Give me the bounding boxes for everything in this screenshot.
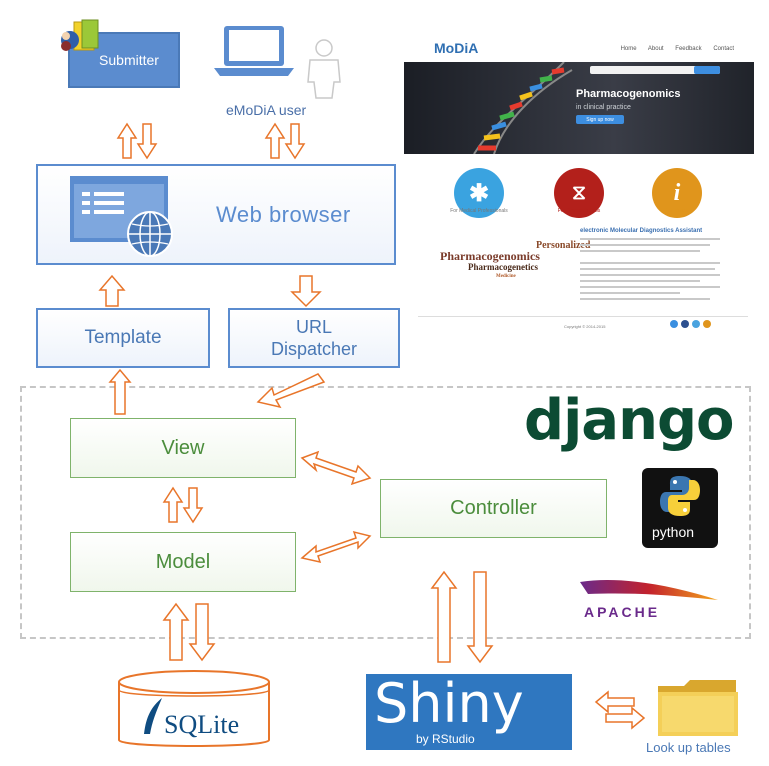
folder-icon xyxy=(658,680,738,736)
view-controller-arrow xyxy=(300,450,372,486)
shiny-subtitle: by RStudio xyxy=(416,732,475,746)
card-caption-medical: For Medical Professionals xyxy=(450,208,508,214)
social-icon[interactable] xyxy=(670,320,678,328)
nav-link-contact[interactable]: Contact xyxy=(713,46,734,52)
template-box: Template xyxy=(36,308,210,368)
website-hero: Pharmacogenomics in clinical practice Si… xyxy=(404,62,754,154)
view-label: View xyxy=(161,436,205,459)
text-line xyxy=(580,238,720,240)
python-logo: python xyxy=(642,468,718,548)
website-screenshot: MoDiA Home About Feedback Contact Pharma… xyxy=(404,36,754,336)
model-box: Model xyxy=(70,532,296,592)
lookup-tables-label: Look up tables xyxy=(646,740,731,755)
text-line xyxy=(580,262,720,264)
website-footer-divider xyxy=(418,316,748,317)
url-dispatcher-box: URL Dispatcher xyxy=(228,308,400,368)
website-nav: Home About Feedback Contact xyxy=(621,46,734,52)
browser-dispatcher-arrow xyxy=(290,275,322,308)
text-line xyxy=(580,244,710,246)
social-icon[interactable] xyxy=(681,320,689,328)
view-model-arrows xyxy=(163,487,203,523)
apache-feather-icon xyxy=(580,580,718,600)
sqlite-database-icon xyxy=(118,670,270,747)
controller-box: Controller xyxy=(380,479,607,538)
controller-label: Controller xyxy=(450,497,537,519)
hero-search-input[interactable] xyxy=(590,66,720,74)
medical-star-icon[interactable]: ✱ xyxy=(454,168,504,218)
laptop-icon xyxy=(214,26,294,76)
nav-link-about[interactable]: About xyxy=(647,46,664,52)
nav-link-home[interactable]: Home xyxy=(620,46,637,52)
hero-title: Pharmacogenomics xyxy=(576,88,681,100)
template-browser-arrow xyxy=(98,274,126,307)
url-dispatcher-label: URL Dispatcher xyxy=(270,317,358,359)
word-cloud-pharmacogenetics: Pharmacogenetics xyxy=(468,262,538,272)
view-template-arrow xyxy=(108,368,132,415)
user-figure-icon xyxy=(307,39,341,99)
submitter-icon xyxy=(61,19,99,51)
word-cloud-medicine: Medicine xyxy=(496,274,516,279)
text-line xyxy=(580,292,680,294)
user-browser-arrows xyxy=(265,123,305,159)
hero-subtitle: in clinical practice xyxy=(576,104,631,111)
controller-shiny-arrows xyxy=(430,570,494,664)
nav-link-feedback[interactable]: Feedback xyxy=(675,46,702,52)
text-line xyxy=(580,298,710,300)
model-controller-arrow xyxy=(300,530,372,564)
apache-label: APACHE xyxy=(584,604,661,620)
model-sqlite-arrows xyxy=(162,602,216,662)
dna-helix-image xyxy=(473,62,573,154)
word-cloud-pharmacogenomics: Pharmacogenomics xyxy=(440,249,540,263)
hero-search-button[interactable] xyxy=(694,66,720,74)
website-footer: Copyright © 2014-2015 xyxy=(564,324,606,329)
social-icon[interactable] xyxy=(692,320,700,328)
shiny-lookup-arrows xyxy=(594,690,646,730)
website-heading: electronic Molecular Diagnostics Assista… xyxy=(580,228,703,234)
shiny-logo: Shiny by RStudio xyxy=(366,672,572,750)
web-browser-label: Web browser xyxy=(216,202,351,227)
text-line xyxy=(580,250,700,252)
card-caption-research: For Research Labs xyxy=(557,208,601,214)
info-icon[interactable]: i xyxy=(652,168,702,218)
submitter-browser-arrows xyxy=(117,123,157,159)
word-cloud-personalized: Personalized xyxy=(536,240,591,251)
template-label: Template xyxy=(84,327,162,348)
social-icons xyxy=(670,320,711,328)
python-label: python xyxy=(652,524,695,540)
dna-icon[interactable]: ⧖ xyxy=(554,168,604,218)
shiny-label: Shiny xyxy=(374,672,524,735)
python-snake-icon xyxy=(660,476,700,516)
text-line xyxy=(580,268,715,270)
website-logo: MoDiA xyxy=(434,40,479,56)
text-line xyxy=(580,274,720,276)
browser-globe-icon xyxy=(70,176,173,257)
card-caption-visitor: For Visitor xyxy=(665,208,689,214)
social-icon[interactable] xyxy=(703,320,711,328)
django-logo: django xyxy=(524,388,734,453)
web-browser-box: Web browser xyxy=(36,164,396,265)
sqlite-logo: SQLite xyxy=(164,710,240,739)
text-line xyxy=(580,280,700,282)
view-box: View xyxy=(70,418,296,478)
dispatcher-view-arrow xyxy=(256,373,326,409)
submitter-label: Submitter xyxy=(99,52,159,68)
model-label: Model xyxy=(155,550,211,573)
emodia-user-label: eMoDiA user xyxy=(226,102,307,118)
framework-boundary xyxy=(20,386,751,639)
text-line xyxy=(580,286,720,288)
hero-signup-button[interactable]: Sign up now xyxy=(576,115,624,124)
